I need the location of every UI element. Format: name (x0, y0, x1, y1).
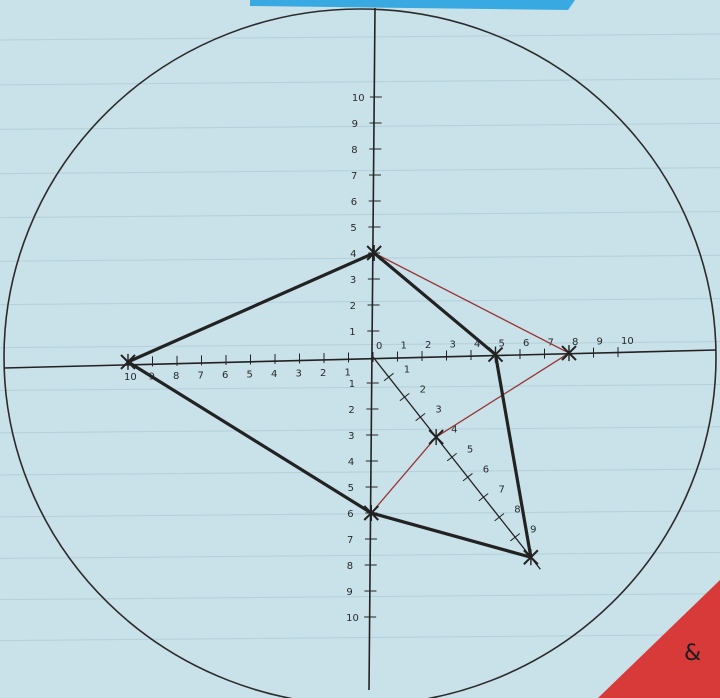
diagonal-tick (383, 372, 394, 382)
y-tick-label: 4 (348, 457, 354, 468)
ruled-line (0, 383, 720, 391)
red-connector-line (373, 252, 570, 354)
diagonal-axis-line (372, 356, 541, 570)
x-tick-label: 6 (222, 370, 228, 381)
y-tick-label: 5 (350, 223, 356, 234)
ruled-line (0, 468, 720, 476)
x-tick-label: 2 (425, 340, 431, 351)
black-connector-line (372, 251, 498, 357)
x-tick-label: 3 (296, 368, 302, 379)
point-markers-group (120, 245, 577, 566)
y-tick-label: 9 (352, 119, 358, 130)
diagonal-tick-label: 8 (514, 505, 520, 516)
y-tick-label: 10 (352, 93, 365, 104)
diagonal-tick-label: 5 (467, 444, 473, 455)
diagonal-tick (415, 412, 426, 422)
red-connector-line (370, 436, 437, 514)
diagonal-tick (399, 392, 410, 402)
x-tick-label: 5 (499, 339, 505, 350)
y-tick-label: 1 (349, 327, 355, 338)
y-tick-label: 10 (346, 613, 359, 624)
diagonal-tick-label: 2 (420, 384, 426, 395)
x-tick-label: 6 (523, 338, 529, 349)
y-tick-label: 3 (348, 431, 354, 442)
y-tick-label: 8 (347, 561, 353, 572)
x-tick-label: 10 (621, 336, 634, 347)
x-tick-label: 5 (247, 369, 253, 380)
y-tick-label: 6 (347, 509, 353, 520)
ruled-line (0, 510, 720, 518)
black-lines-group (126, 251, 533, 559)
ruled-line (0, 593, 720, 601)
diagonal-tick-label: 7 (499, 485, 505, 496)
ruled-line (0, 298, 720, 306)
y-tick-label: 3 (350, 275, 356, 286)
ruled-line (0, 634, 720, 642)
y-tick-label: 1 (349, 379, 355, 390)
y-tick-label: 2 (348, 405, 354, 416)
diagonal-tick-label: 6 (483, 464, 489, 475)
x-tick-label: 8 (173, 371, 179, 382)
x-tick-label: 9 (597, 337, 603, 348)
x-tick-label: 4 (474, 339, 480, 350)
diagonal-tick (462, 473, 473, 482)
x-tick-label: 2 (320, 368, 326, 379)
diagonal-tick (510, 533, 521, 542)
x-axis-line (3, 349, 717, 369)
black-connector-line (126, 251, 376, 364)
red-corner-paper (598, 580, 720, 698)
blue-tape (250, 0, 575, 10)
ruled-line (0, 78, 720, 86)
x-tick-label: 0 (376, 341, 382, 352)
y-tick-label: 2 (350, 301, 356, 312)
ruled-line (0, 211, 720, 219)
ruled-line (0, 341, 720, 349)
ruled-line (0, 167, 720, 175)
diagonal-tick (478, 493, 489, 502)
y-tick-label: 9 (346, 587, 352, 598)
diagonal-tick-label: 4 (451, 424, 457, 435)
y-axis-line (368, 7, 376, 691)
y-tick-label: 4 (350, 249, 356, 260)
y-tick-label: 7 (351, 171, 357, 182)
x-tick-label: 1 (401, 341, 407, 352)
black-connector-line (369, 511, 533, 559)
black-connector-line (126, 360, 373, 515)
x-tick-label: 10 (124, 372, 137, 383)
axes-group (3, 7, 717, 691)
ruled-line (0, 33, 720, 41)
ruled-line (0, 426, 720, 434)
x-tick-label: 4 (271, 369, 277, 380)
y-tick-label: 7 (347, 535, 353, 546)
x-tick-label: 1 (345, 367, 351, 378)
ruled-line (0, 122, 720, 130)
corner-scribble: & (684, 641, 701, 666)
diagonal-tick (446, 453, 457, 462)
x-tick-label: 3 (450, 340, 456, 351)
x-tick-label: 8 (572, 337, 578, 348)
y-tick-label: 6 (351, 197, 357, 208)
circle-outline (3, 8, 717, 698)
y-tick-label: 5 (348, 483, 354, 494)
y-tick-label: 8 (351, 145, 357, 156)
x-tick-label: 7 (198, 370, 204, 381)
diagonal-tick-label: 1 (404, 364, 410, 375)
diagonal-tick (494, 513, 505, 522)
ruled-line (0, 551, 720, 559)
tick-labels-group: 0123456789101234567891012345678910123456… (124, 93, 634, 624)
black-connector-line (493, 352, 533, 559)
diagonal-tick-label: 3 (435, 404, 441, 415)
diagonal-tick-label: 9 (530, 525, 536, 536)
